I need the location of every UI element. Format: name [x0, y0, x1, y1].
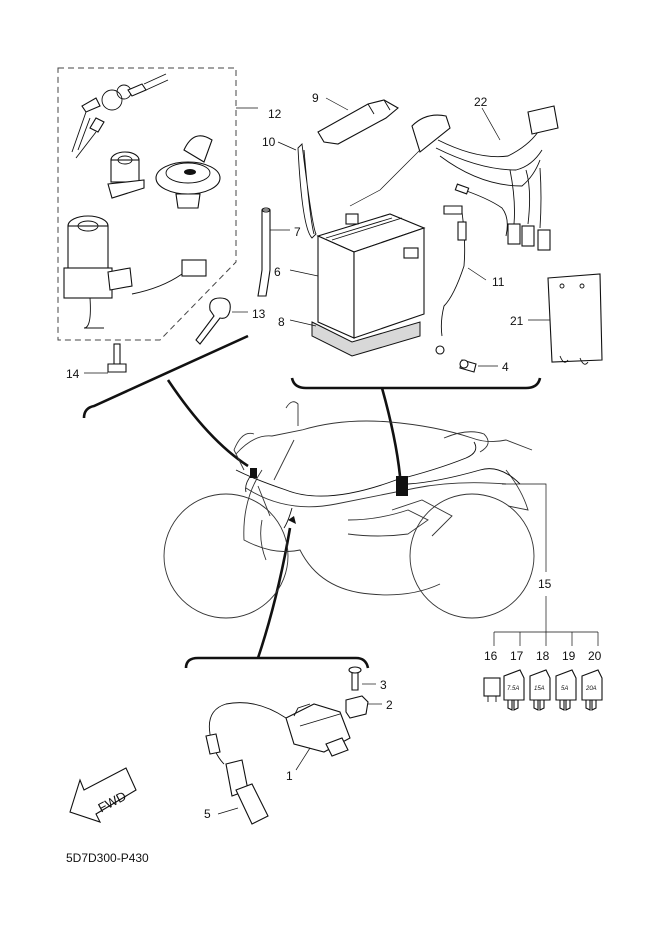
- battery-cover-group: 9: [312, 91, 399, 145]
- fuse-18-rating: 15A: [534, 686, 545, 692]
- callout-leader-1: [295, 747, 311, 771]
- harness-connector-front: [250, 468, 257, 478]
- fuel-cap-icon: [155, 135, 221, 209]
- callout-20: 20: [588, 649, 602, 663]
- relay-16-icon: [483, 677, 501, 702]
- callout-10: 10: [262, 135, 276, 149]
- callout-3: 3: [380, 678, 387, 692]
- callout-16: 16: [484, 649, 498, 663]
- main-harness-line: [235, 441, 477, 497]
- ignition-coil-group: 3 2 1 5: [204, 666, 393, 825]
- fuse-20-icon: 20A: [581, 669, 603, 711]
- group-bracket-bottom: [184, 656, 370, 669]
- callout-leader-9: [325, 97, 349, 111]
- motorcycle-outline: [163, 401, 535, 619]
- battery-band-icon: [297, 143, 317, 239]
- document-id: 5D7D300-P430: [66, 851, 149, 865]
- bolt-icon: [113, 343, 121, 365]
- leader-bottom-to-bike: [256, 527, 292, 659]
- callout-14: 14: [66, 367, 80, 381]
- starter-relay-plate-group: 21: [510, 273, 603, 365]
- harness-connector-battery: [396, 476, 408, 496]
- battery-rubber-pad: [311, 321, 421, 357]
- bolt-14-group: 14: [66, 343, 127, 381]
- callout-19: 19: [562, 649, 576, 663]
- main-switch-icon: [63, 215, 207, 329]
- nut-2-icon: [345, 695, 369, 719]
- fuse-17-icon: 7.5A: [503, 669, 525, 711]
- wire-harness-group: 22: [349, 95, 559, 251]
- callout-15: 15: [538, 577, 552, 591]
- callout-leader-5: [217, 807, 239, 815]
- relay-plate-icon: [547, 273, 603, 363]
- screw-4-group: 4: [459, 359, 509, 374]
- callout-6: 6: [274, 265, 281, 279]
- fuse-group-leader: [493, 483, 599, 646]
- wire-harness-icon: [435, 131, 543, 229]
- callout-22: 22: [474, 95, 488, 109]
- key-blank-group: 13: [195, 297, 266, 345]
- callout-17: 17: [510, 649, 524, 663]
- callout-leader-8: [289, 319, 317, 327]
- battery-group: 6 8: [274, 213, 426, 357]
- key-ring-icon: [71, 73, 169, 159]
- leader-top-to-bike: [380, 387, 402, 477]
- fwd-arrow-icon: [69, 767, 137, 823]
- fuse-19-rating: 5A: [561, 686, 568, 692]
- battery-band-group: 10: [262, 135, 317, 239]
- battery-cover-icon: [317, 99, 399, 145]
- callout-2: 2: [386, 698, 393, 712]
- plug-wire-icon: [208, 702, 287, 765]
- battery-body: [317, 235, 355, 339]
- battery-cable-group: 11: [435, 205, 505, 355]
- fuse-18-icon: 15A: [529, 669, 551, 711]
- fuse-17-rating: 7.5A: [507, 686, 519, 692]
- group-bracket-top: [290, 377, 542, 390]
- breather-hose-icon: [257, 209, 271, 297]
- fuse-20-rating: 20A: [585, 686, 597, 692]
- callout-leader-22: [481, 107, 501, 141]
- seat-lock-icon: [107, 151, 145, 199]
- callout-11: 11: [492, 275, 505, 289]
- callout-4: 4: [502, 360, 509, 374]
- group-bracket-left: [82, 334, 249, 419]
- rear-wheel: [409, 493, 535, 619]
- fuse-19-icon: 5A: [555, 669, 577, 711]
- battery-terminal-pos: [403, 247, 419, 259]
- callout-7: 7: [294, 225, 301, 239]
- harness-boot-icon: [411, 114, 451, 153]
- key-blank-icon: [195, 297, 231, 345]
- callout-leader-6: [289, 269, 319, 277]
- callout-leader-11: [467, 267, 487, 281]
- fuse-group: 15 16 17 18 19 20 7.5A 15A 5A: [483, 483, 603, 711]
- front-wheel: [163, 493, 289, 619]
- key-lock-set-group: 12: [57, 67, 282, 341]
- breather-hose-group: 7: [257, 207, 301, 297]
- callout-21: 21: [510, 314, 524, 328]
- battery-terminal-neg: [345, 213, 359, 225]
- fwd-direction-arrow: FWD: [69, 767, 137, 823]
- callout-5: 5: [204, 807, 211, 821]
- callout-9: 9: [312, 91, 319, 105]
- callout-8: 8: [278, 315, 285, 329]
- callout-1: 1: [286, 769, 293, 783]
- callout-13: 13: [252, 307, 266, 321]
- callout-12: 12: [268, 107, 282, 121]
- callout-leader-10: [277, 141, 297, 151]
- callout-18: 18: [536, 649, 550, 663]
